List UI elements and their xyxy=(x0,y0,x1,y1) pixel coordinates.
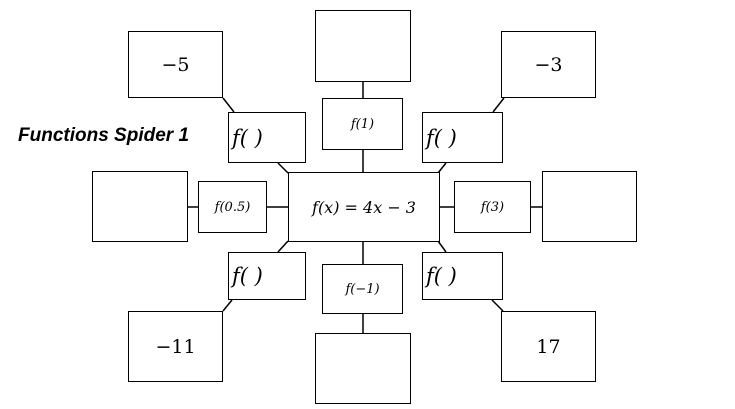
input-box-left: f(0.5) xyxy=(198,181,267,233)
output-box-top-right: −3 xyxy=(501,31,596,98)
open-input-bottom-left: f( ) xyxy=(228,252,306,300)
output-box-bottom-left: −11 xyxy=(128,311,223,382)
output-box-bottom-right: 17 xyxy=(501,311,596,382)
input-box-top: f(1) xyxy=(322,98,403,150)
output-box-top xyxy=(315,10,411,82)
open-input-bottom-right: f( ) xyxy=(422,252,503,300)
input-box-bottom: f(−1) xyxy=(322,264,403,314)
open-input-top-right: f( ) xyxy=(422,112,503,163)
output-box-top-left: −5 xyxy=(128,31,223,98)
output-box-right xyxy=(542,171,637,242)
input-box-right: f(3) xyxy=(454,181,531,233)
open-input-top-left: f( ) xyxy=(228,112,306,163)
output-box-left xyxy=(92,171,188,242)
worksheet-title: Functions Spider 1 xyxy=(18,125,190,146)
function-rule-box: f(x) = 4x − 3 xyxy=(288,172,440,242)
output-box-bottom xyxy=(315,333,411,404)
